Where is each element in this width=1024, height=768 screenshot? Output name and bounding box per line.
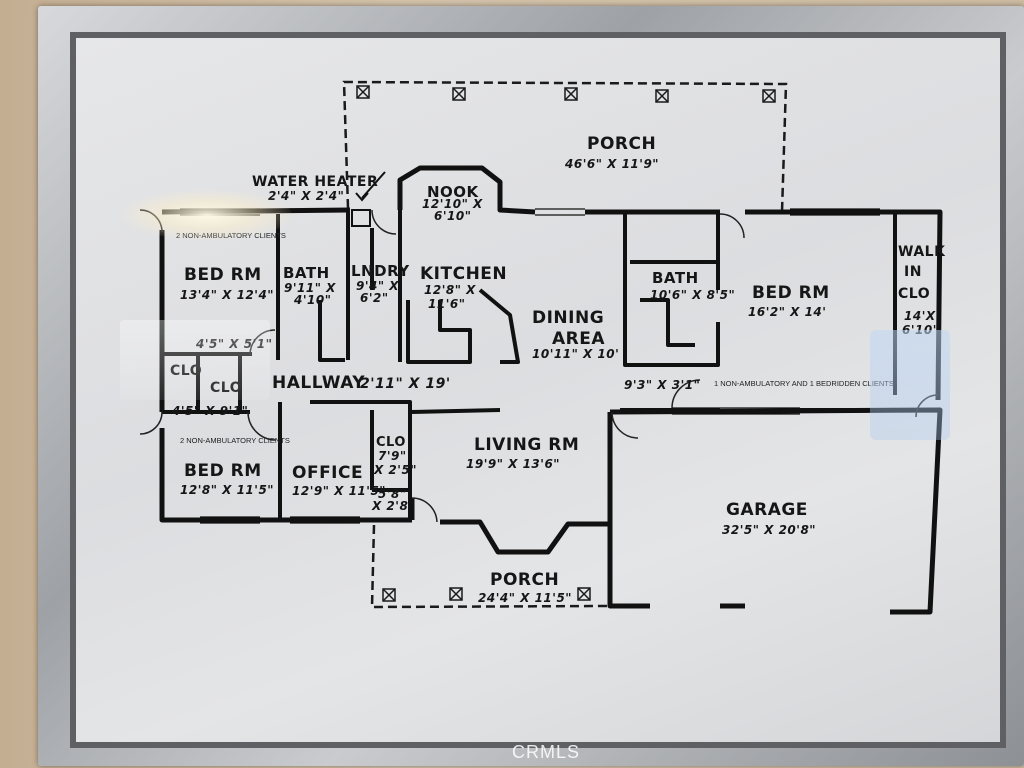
small-clo-dim1: 5'8" [378,487,407,501]
walkin-label2: IN [904,264,922,280]
walkin-label3: CLO [898,286,930,302]
bedrm-nw-label: BED RM [184,265,262,285]
watermark: CRMLS [512,742,581,762]
water-heater-box [351,209,371,227]
bedrm-sw-dim: 12'8" X 11'5" [180,483,274,497]
clo-c-label: CLO [210,380,242,396]
bedrm-nw-note: 2 NON-AMBULATORY CLIENTS [176,231,286,240]
living-dim: 19'9" X 13'6" [466,457,560,471]
dining-label1: DINING [532,308,604,328]
porch-bottom-label: PORCH [490,570,559,590]
porch-top-label: PORCH [587,134,656,154]
walkin-label1: WALK [898,244,946,260]
office-label: OFFICE [292,463,363,483]
lndry-label: LNDRY [351,262,410,280]
floor-plan-paper [76,38,1000,742]
porch-top-dim: 46'6" X 11'9" [564,157,659,171]
porch-bottom-posts [382,587,591,602]
clo-office-dim2: X 2'5" [373,463,417,477]
kitchen-dim1: 12'8" X [424,283,476,297]
closet-e-dim: 9'3" X 3'1" [624,378,700,392]
bedrm-nw-dim: 13'4" X 12'4" [180,288,274,302]
lndry-dim1: 9'4" X [356,279,399,293]
nook-dim2: 6'10" [434,209,471,223]
bedrm-sw-label: BED RM [184,461,262,481]
clo-b-label: CLO [170,363,202,379]
clo-office-label: CLO [376,435,406,450]
office-dim: 12'9" X 11'5" [292,484,386,498]
picture-frame [38,6,1024,766]
water-heater-dim: 2'4" X 2'4" [268,189,344,203]
clo-a-dim: 4'5" X 5'1" [195,337,272,351]
porch-bottom-dim: 24'4" X 11'5" [478,591,572,605]
living-label: LIVING RM [474,435,579,455]
nook-label: NOOK [427,183,480,201]
clo-c-dim: 4'5" X 9'1" [171,404,248,418]
hallway-dim: 2'11" X 19' [360,376,451,392]
kitchen-dim2: 11'6" [428,297,465,311]
walkin-dim1: 14'X [904,309,936,323]
interior-walls [162,210,940,520]
bath-w-dim1: 9'11" X [284,281,336,295]
bedrm-ne-label: BED RM [752,283,830,303]
garage-label: GARAGE [726,500,808,520]
dining-label2: AREA [552,329,605,349]
bath-e-dim: 10'6" X 8'5" [650,288,735,302]
bath-e-label: BATH [652,269,699,287]
kitchen-label: KITCHEN [420,264,507,284]
hallway-label: HALLWAY [272,373,365,393]
bath-w-dim2: 4'10" [293,293,331,307]
lndry-dim2: 6'2" [360,291,389,305]
nook-dim1: 12'10" X [422,197,483,211]
water-heater-label: WATER HEATER [252,174,378,190]
bedrm-sw-note: 2 NON-AMBULATORY CLIENTS [180,436,290,445]
porch-top-posts [356,85,776,103]
bath-w-label: BATH [283,264,330,282]
dining-dim: 10'11" X 10' [532,347,619,361]
porch-bottom-outline [370,524,608,609]
frame-mat [70,32,1006,748]
bedrm-ne-note: 1 NON-AMBULATORY AND 1 BEDRIDDEN CLIENTS [714,379,894,388]
clo-office-dim1: 7'9" [378,449,407,463]
garage-dim: 32'5" X 20'8" [722,523,816,537]
porch-top-outline [342,80,788,213]
walkin-dim2: 6'10" [902,323,939,337]
bedrm-ne-dim: 16'2" X 14' [748,305,826,319]
small-clo-dim2: X 2'8" [371,499,415,513]
windows [180,208,880,524]
water-heater-arrow [355,171,386,202]
